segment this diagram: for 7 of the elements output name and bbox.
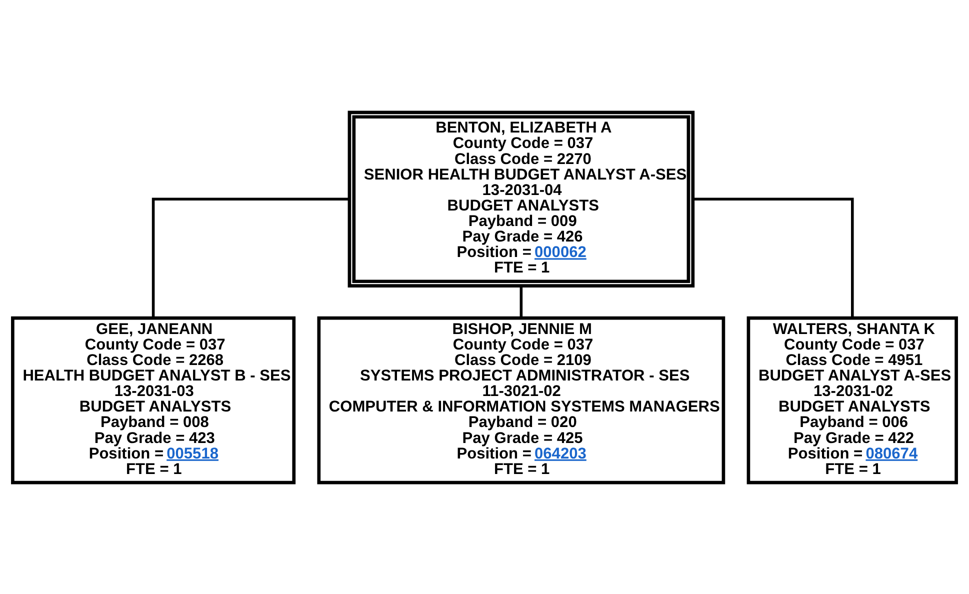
connector [152,197,350,318]
node-box: GEE, JANEANN County Code = 037 Class Code = 2268 HEALTH BUDGET ANALYST B - SES 13-2031-03 BUDGET ANALYSTS Payband = 008 Pay Grade = 423 Position = 005518 FTE = 1 [11,316,296,484]
connector [693,197,854,318]
connector [520,285,523,318]
node-box: BISHOP, JENNIE M County Code = 037 Class Code = 2109 SYSTEMS PROJECT ADMINISTRATOR - SES 11-3021-02 COMPUTER & INFORMATION SYSTEMS MANAGERS Payband = 020 Pay Grade = 425 Position = 064203 FTE = 1 [317,316,726,484]
node-box: WALTERS, SHANTA K County Code = 037 Class Code = 4951 BUDGET ANALYST A-SES 13-2031-02 BUDGET ANALYSTS Payband = 006 Pay Grade = 422 Position = 080674 FTE = 1 [746,316,958,484]
node-box: BENTON, ELIZABETH A County Code = 037 Class Code = 2270 SENIOR HEALTH BUDGET ANALYST A-SES 13-2031-04 BUDGET ANALYSTS Payband = 009 Pay Grade = 426 Position = 000062 FTE = 1 [348,110,695,287]
